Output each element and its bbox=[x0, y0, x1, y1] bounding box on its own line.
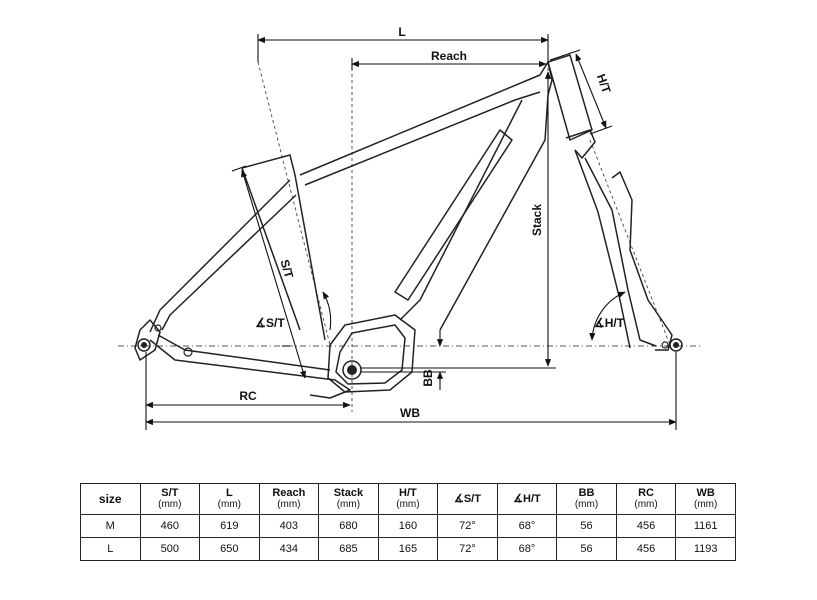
table-cell: 460 bbox=[139, 514, 201, 538]
table-cell: 56 bbox=[556, 514, 617, 538]
table-cell: 434 bbox=[258, 537, 320, 561]
table-cell: 456 bbox=[615, 537, 677, 561]
label-wb: WB bbox=[400, 406, 420, 420]
table-cell: 72° bbox=[437, 514, 498, 538]
column-header-bb: BB(mm) bbox=[556, 483, 617, 515]
column-header-ht-angle: ∡H/T bbox=[496, 483, 558, 515]
label-reach: Reach bbox=[431, 49, 467, 63]
column-header-size: size bbox=[80, 483, 141, 515]
reference-lines bbox=[118, 61, 700, 412]
table-cell: 650 bbox=[199, 537, 260, 561]
label-st-angle: ∡S/T bbox=[255, 316, 285, 330]
column-header-st: S/T(mm) bbox=[139, 483, 201, 515]
dimension-lines bbox=[145, 34, 677, 430]
table-cell: M bbox=[80, 514, 141, 538]
label-ht-angle: ∡H/T bbox=[594, 316, 625, 330]
table-cell: 1161 bbox=[675, 514, 736, 538]
label-st: S/T bbox=[278, 258, 297, 280]
table-cell: 403 bbox=[258, 514, 320, 538]
column-header-rc: RC(mm) bbox=[615, 483, 677, 515]
table-row: L 500 650 434 685 165 72° 68° 56 456 119… bbox=[80, 537, 736, 561]
table-cell: 680 bbox=[318, 514, 379, 538]
column-header-st-angle: ∡S/T bbox=[437, 483, 498, 515]
label-l: L bbox=[398, 25, 405, 39]
table-cell: 165 bbox=[377, 537, 439, 561]
table-cell: 685 bbox=[318, 537, 379, 561]
column-header-stack: Stack(mm) bbox=[318, 483, 379, 515]
table-cell: 500 bbox=[139, 537, 201, 561]
frame-geometry-diagram: L Reach H/T Stack S/T ∡S/T ∡H/T BB RC WB bbox=[118, 25, 700, 430]
table-row: M 460 619 403 680 160 72° 68° 56 456 116… bbox=[80, 514, 736, 538]
column-header-wb: WB(mm) bbox=[675, 483, 736, 515]
table-cell: 72° bbox=[437, 537, 498, 561]
table-cell: 619 bbox=[199, 514, 260, 538]
table-cell: 68° bbox=[496, 537, 558, 561]
label-ht: H/T bbox=[594, 72, 614, 96]
column-header-l: L(mm) bbox=[199, 483, 260, 515]
table-cell: L bbox=[80, 537, 141, 561]
label-rc: RC bbox=[239, 389, 257, 403]
column-header-reach: Reach(mm) bbox=[258, 483, 320, 515]
table-cell: 68° bbox=[496, 514, 558, 538]
label-bb: BB bbox=[421, 369, 435, 387]
table-cell: 456 bbox=[615, 514, 677, 538]
bike-frame bbox=[134, 54, 683, 399]
table-header-row: size S/T(mm) L(mm) Reach(mm) Stack(mm) H… bbox=[80, 483, 736, 515]
geometry-table: size S/T(mm) L(mm) Reach(mm) Stack(mm) H… bbox=[80, 483, 736, 561]
column-header-ht: H/T(mm) bbox=[377, 483, 439, 515]
label-stack: Stack bbox=[530, 204, 544, 236]
table-cell: 160 bbox=[377, 514, 439, 538]
table-cell: 1193 bbox=[675, 537, 736, 561]
table-cell: 56 bbox=[556, 537, 617, 561]
